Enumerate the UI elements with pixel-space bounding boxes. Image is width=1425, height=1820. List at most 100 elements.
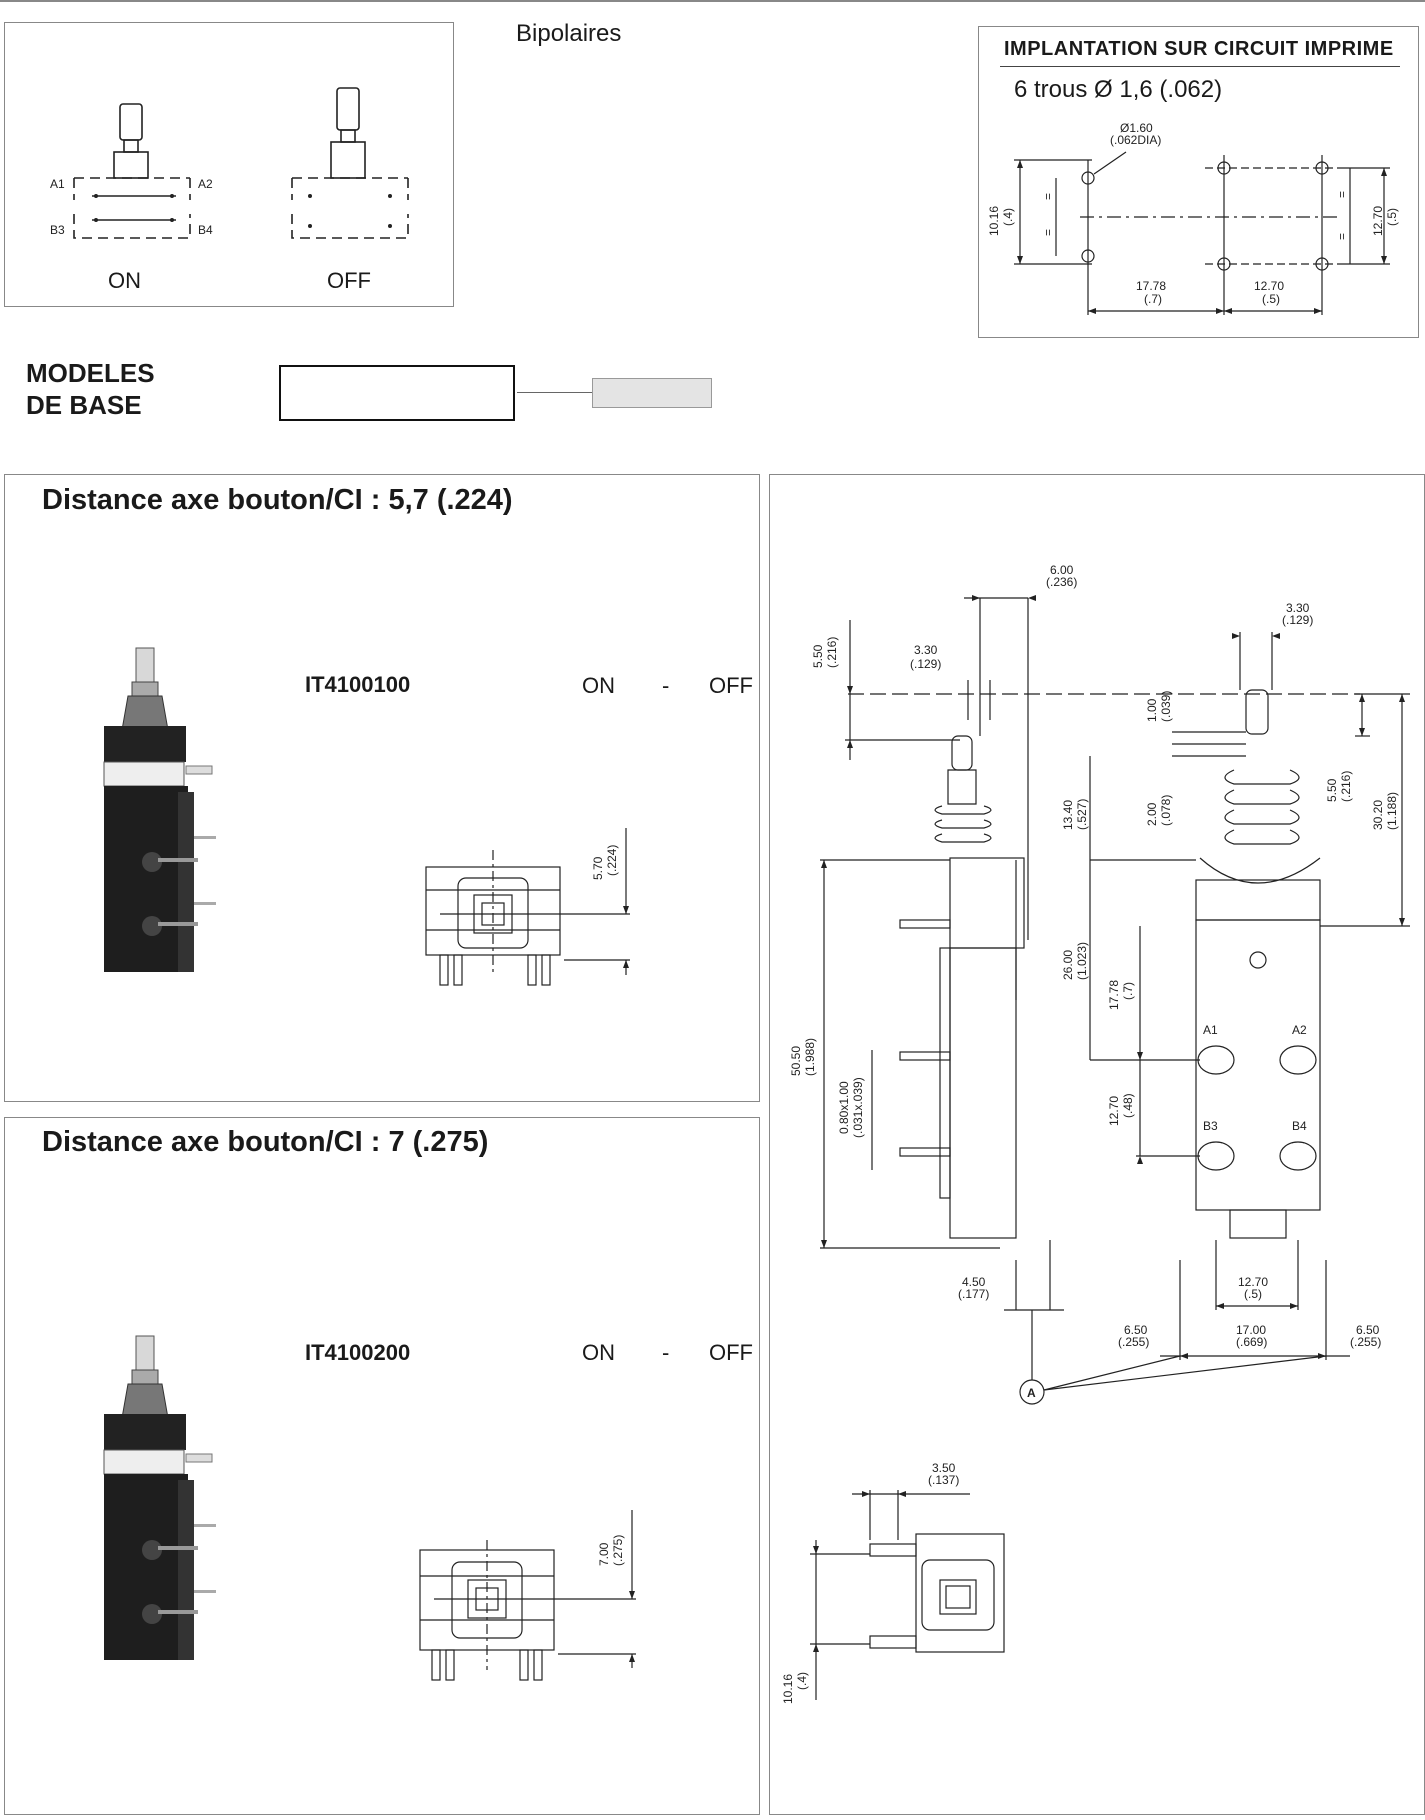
- dim-2600-inch: (1.023): [1075, 942, 1089, 980]
- pcb-hole-dia-inch: (.062DIA): [1110, 133, 1161, 147]
- section1-product-photo: [103, 647, 216, 972]
- dim-550a-inch: (.216): [825, 637, 839, 668]
- pcb-dim-right: 12.70: [1371, 206, 1385, 236]
- dim-1778-inch: (.7): [1121, 982, 1135, 1000]
- dim-3020: 30.20: [1371, 800, 1385, 830]
- dim-330a-inch: (.129): [910, 657, 941, 671]
- modeles-legend-line: [517, 392, 592, 393]
- dim-1778: 17.78: [1107, 980, 1121, 1010]
- pcb-hole-dia: Ø1.60: [1120, 121, 1153, 135]
- dim-550b: 5.50: [1325, 778, 1339, 802]
- dim-350: 3.50: [932, 1461, 956, 1475]
- pcb-dim-left: 10.16: [987, 206, 1001, 236]
- terminal-a2: A2: [198, 177, 213, 191]
- modeles-line1: MODELES: [26, 358, 155, 388]
- pcb-layout-panel: [978, 26, 1419, 338]
- section2-off: OFF: [709, 1340, 753, 1365]
- section1-heading: Distance axe bouton/CI : 5,7 (.224): [42, 484, 513, 516]
- dim-1700: 17.00: [1236, 1323, 1266, 1337]
- dim-5050-inch: (1.988): [803, 1038, 817, 1076]
- section1-dim: 5.70: [591, 856, 605, 880]
- section2-heading: Distance axe bouton/CI : 7 (.275): [42, 1126, 489, 1158]
- pcb-dim-b1: 17.78: [1136, 279, 1166, 293]
- dim-450: 4.50: [962, 1275, 986, 1289]
- dim-650a-inch: (.255): [1118, 1335, 1149, 1349]
- section1-panel: [4, 474, 760, 1102]
- dim-650b: 6.50: [1356, 1323, 1380, 1337]
- section1-ref: IT4100100: [305, 672, 411, 697]
- dim-1270h-inch: (.5): [1244, 1287, 1262, 1301]
- dim-330b: 3.30: [1286, 601, 1310, 615]
- dim-3020-inch: (1.188): [1385, 792, 1399, 830]
- dim-650a: 6.50: [1124, 1323, 1148, 1337]
- section2-front-view: 7.00 (.275): [419, 1510, 636, 1681]
- dim-200: 2.00: [1145, 802, 1159, 826]
- section1-front-view: 5.70 (.224): [425, 828, 630, 986]
- dim-200-inch: (.078): [1159, 795, 1173, 826]
- dim-1340: 13.40: [1061, 800, 1075, 830]
- pin-b4: B4: [1292, 1119, 1307, 1133]
- modeles-line2: DE BASE: [26, 390, 142, 420]
- dim-5050: 50.50: [789, 1046, 803, 1076]
- section2-dim-inch: (.275): [611, 1535, 625, 1566]
- dim-550b-inch: (.216): [1339, 771, 1353, 802]
- section1-off: OFF: [709, 673, 753, 698]
- dim-1016-inch: (.4): [795, 1672, 809, 1690]
- pcb-subtitle: 6 trous Ø 1,6 (.062): [1014, 76, 1223, 103]
- pcb-eq-4: =: [1335, 233, 1349, 240]
- section2-sep: -: [662, 1340, 670, 1365]
- terminal-a1: A1: [50, 177, 65, 191]
- dim-600-inch: (.236): [1046, 575, 1077, 589]
- dim-1016: 10.16: [781, 1674, 795, 1704]
- pcb-dim-b2: 12.70: [1254, 279, 1284, 293]
- dim-100-inch: (.039): [1159, 691, 1173, 722]
- terminal-b3: B3: [50, 223, 65, 237]
- section2-on: ON: [582, 1340, 615, 1365]
- dim-650b-inch: (.255): [1350, 1335, 1381, 1349]
- off-label: OFF: [327, 268, 371, 293]
- top-rule: [0, 0, 1425, 2]
- dim-100: 1.00: [1145, 698, 1159, 722]
- pcb-title: IMPLANTATION SUR CIRCUIT IMPRIME: [1004, 38, 1394, 60]
- dim-2600: 26.00: [1061, 950, 1075, 980]
- dim-330b-inch: (.129): [1282, 613, 1313, 627]
- pin-a2: A2: [1292, 1023, 1307, 1037]
- section2-dim: 7.00: [597, 1542, 611, 1566]
- bipolar-title: Bipolaires: [516, 20, 622, 47]
- dim-1340-inch: (.527): [1075, 799, 1089, 830]
- dim-1270v: 12.70: [1107, 1096, 1121, 1126]
- dim-350-inch: (.137): [928, 1473, 959, 1487]
- terminal-b4: B4: [198, 223, 213, 237]
- bipolar-diagram-panel: [4, 22, 454, 307]
- dim-1270h: 12.70: [1238, 1275, 1268, 1289]
- pcb-dim-right-inch: (.5): [1385, 208, 1399, 226]
- dim-1700-inch: (.669): [1236, 1335, 1267, 1349]
- bipolar-schematic: A1 A2 B3 B4: [50, 87, 409, 239]
- pin-b3: B3: [1203, 1119, 1218, 1133]
- section2-panel: [4, 1117, 760, 1815]
- section2-product-photo: [103, 1335, 216, 1660]
- pin-a1: A1: [1203, 1023, 1218, 1037]
- dim-450-inch: (.177): [958, 1287, 989, 1301]
- pcb-dim-b1-inch: (.7): [1144, 292, 1162, 306]
- section2-ref: IT4100200: [305, 1340, 411, 1365]
- section1-on: ON: [582, 673, 615, 698]
- pcb-eq-1: =: [1041, 193, 1055, 200]
- dim-080: 0.80x1.00: [837, 1081, 851, 1134]
- pcb-eq-3: =: [1335, 191, 1349, 198]
- pcb-hole-drawing: Ø1.60 (.062DIA) 10.16 (.4) 12.70 (.5) 17…: [987, 121, 1399, 315]
- section1-sep: -: [662, 673, 670, 698]
- pcb-dim-left-inch: (.4): [1001, 208, 1015, 226]
- dim-330a: 3.30: [914, 643, 938, 657]
- pcb-title-rule: [1000, 66, 1400, 67]
- modeles-legend-swatch: [592, 378, 712, 408]
- modeles-legend-box: [279, 365, 515, 421]
- pcb-dim-b2-inch: (.5): [1262, 292, 1280, 306]
- pcb-eq-2: =: [1041, 229, 1055, 236]
- dim-550a: 5.50: [811, 644, 825, 668]
- dim-600: 6.00: [1050, 563, 1074, 577]
- callout-a: A: [1027, 1386, 1036, 1400]
- dim-080-inch: (.031x.039): [851, 1077, 865, 1138]
- on-label: ON: [108, 268, 141, 293]
